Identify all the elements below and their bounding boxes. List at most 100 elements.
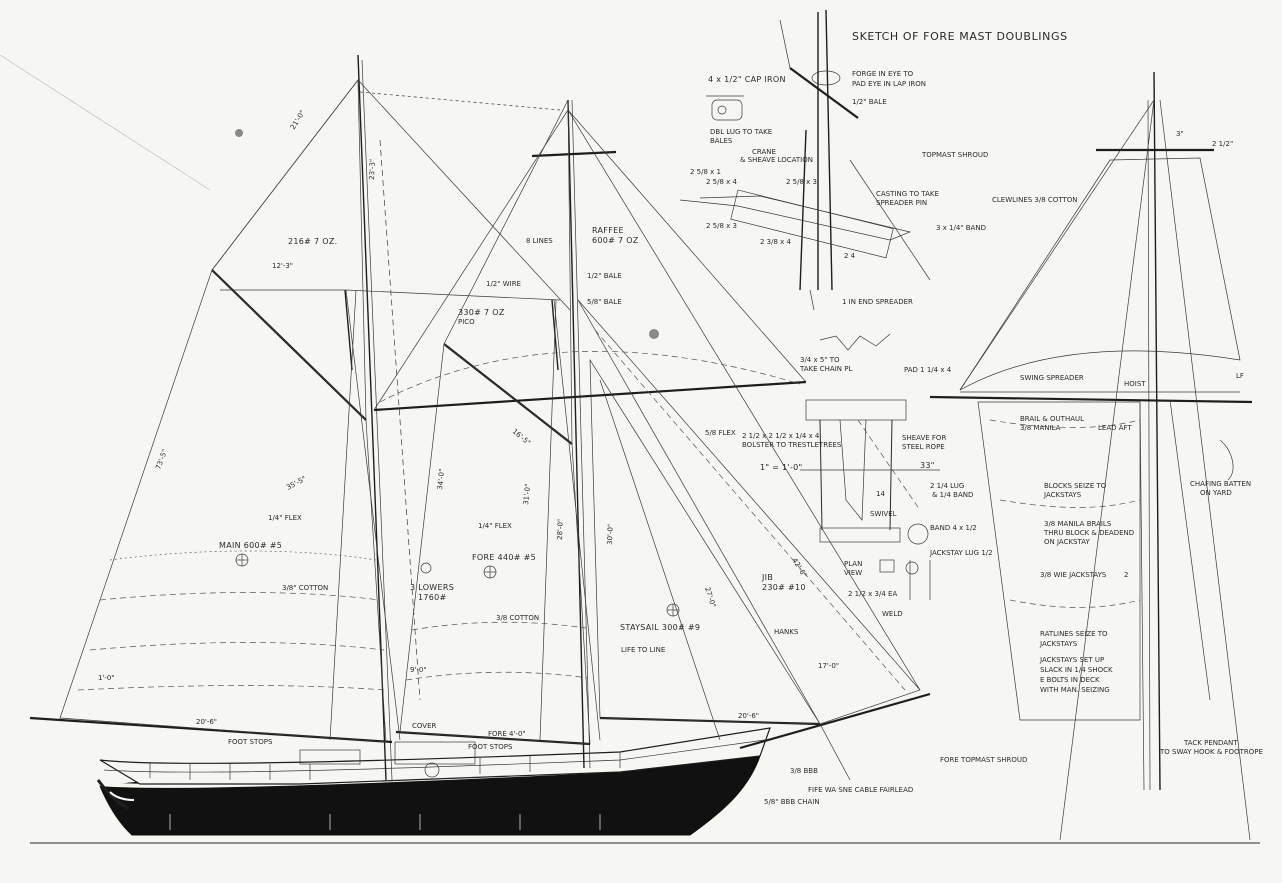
chain-plate-label-1: 3/4 x 5" TO (800, 356, 840, 364)
foot-stops-label-1: FOOT STOPS (228, 738, 273, 746)
dim-33: 33" (920, 461, 935, 470)
yard-dim-label-2: 2 1/2" (1212, 140, 1233, 148)
fore-topsail-note: PICO (458, 318, 475, 326)
schooner-profile: MAIN 600# #5 FORE 440# #5 RAFFEE 600# 7 … (29, 54, 931, 836)
jackstay-lug-label: JACKSTAY LUG 1/2 (929, 549, 993, 557)
tack-label-1: TACK PENDANT (1183, 739, 1238, 747)
dim-staysail-foot: 27'-0" (703, 586, 717, 608)
dim-fore-gaff: 16'-5" (511, 427, 532, 447)
forged-eye-label-1: FORGE IN EYE TO (852, 70, 914, 78)
clewline-label: CLEWLINES 3/8 COTTON (992, 196, 1078, 204)
main-mast-aft (361, 59, 393, 781)
main-reef-4 (109, 550, 377, 561)
lf-label: LF (1236, 372, 1244, 380)
fore-topmast-shroud-label: FORE TOPMAST SHROUD (940, 756, 1027, 764)
sketch-dim-c: 2 5/8 x 3 (706, 222, 737, 230)
main-doubling (344, 289, 353, 371)
jackstays-label: 3/8 WIE JACKSTAYS (1040, 571, 1107, 579)
dim-fore-foot: 9'-0" (410, 666, 427, 674)
main-topsail (211, 79, 367, 421)
stern-scroll (109, 791, 135, 801)
rail-line (103, 739, 766, 773)
swivel-label: SWIVEL (870, 510, 897, 518)
lowers-weight: 1760# (418, 593, 447, 602)
sketch-dim-d: 2 5/8 x 3 (786, 178, 817, 186)
jib (577, 299, 921, 725)
stay-note: FIFE WA SNE CABLE FAIRLEAD (808, 786, 913, 794)
lug-label: 2 1/4 LUG (930, 482, 964, 490)
blocks-label-2: JACKSTAYS (1043, 491, 1082, 499)
dim-main-diag: 35'-5" (285, 475, 307, 492)
dim-jib-luff: 42'-6" (790, 557, 808, 579)
jack-set-label-3: E BOLTS IN DECK (1040, 676, 1100, 684)
wire-label: 1/2" WIRE (486, 280, 521, 288)
staysail-label: STAYSAIL 300# #9 (620, 623, 700, 632)
band-label: BAND 4 x 1/2 (930, 524, 977, 532)
jib-hanks (594, 329, 906, 691)
front-course (977, 401, 1141, 721)
jack-set-label-2: SLACK IN 1/4 SHOCK (1040, 666, 1113, 674)
manila-label-2: THRU BLOCK & DEADEND (1043, 529, 1134, 537)
main-sail-label: MAIN 600# #5 (219, 541, 282, 550)
main-topsail-weight: 216# 7 OZ. (288, 237, 337, 246)
cotton-label-1: 3/8" COTTON (282, 584, 328, 592)
bulwark (99, 727, 771, 785)
ratlines-label-2: JACKSTAYS (1039, 640, 1078, 648)
life-line-label: LIFE TO LINE (621, 646, 665, 654)
fore-mast-doublings-sketch: SKETCH OF FORE MAST DOUBLINGS 4 x 1/2" C… (679, 9, 1067, 311)
dim-topmast: 21'-0" (289, 109, 307, 131)
plan-label: PLAN (844, 560, 862, 568)
bolster-label-2: BOLSTER TO TRESTLETREES (742, 441, 842, 449)
brails-label-1: BRAIL & OUTHAUL (1020, 415, 1084, 423)
jib-sheet (819, 723, 851, 781)
porthole (424, 762, 440, 778)
manila-label-1: 3/8 MANILA BRAILS (1044, 520, 1112, 528)
pad-label: PAD 1 1/4 x 4 (904, 366, 952, 374)
dim-jib-foot: 17'-0" (818, 662, 839, 670)
front-rig-view: CLEWLINES 3/8 COTTON SWING SPREADER HOIS… (929, 71, 1263, 841)
fore-topsail-weight: 330# 7 OZ (458, 308, 505, 317)
dim-main-luff: 73'-5" (154, 448, 169, 470)
fore-mast-aft (571, 99, 591, 769)
bale-label-1: 1/2" BALE (587, 272, 622, 280)
scanner-dot (649, 329, 659, 339)
jack-set-label-1: JACKSTAYS SET UP (1039, 656, 1104, 664)
manila-label-3: ON JACKSTAY (1044, 538, 1090, 546)
main-mast (357, 54, 387, 781)
raffee-weight-label: 600# 7 OZ (592, 236, 639, 245)
dim-main-top: 23'-3" (368, 159, 377, 180)
dim-fore-mast: 28'-0" (556, 519, 565, 540)
fore-sail-label: FORE 440# #5 (472, 553, 536, 562)
rail-stanchions (149, 752, 621, 830)
front-lower-yard (929, 395, 1253, 404)
fore-reef-1 (411, 621, 587, 631)
blocks-label-1: BLOCKS SEIZE TO (1044, 482, 1107, 490)
view-label: VIEW (844, 569, 862, 577)
lines-label: 8 LINES (526, 237, 553, 245)
flex-label-2: 1/4" FLEX (478, 522, 512, 530)
sheave-label-2: STEEL ROPE (902, 443, 945, 451)
scan-artifacts (0, 54, 659, 339)
staysail (589, 358, 821, 725)
front-mast (1153, 71, 1161, 791)
hoist-label: HOIST (1124, 380, 1146, 388)
dim-staysail-luff: 30'-0" (606, 524, 615, 545)
sketch-band-label: 3 x 1/4" BAND (936, 224, 986, 232)
dbl-lug-label: DBL LUG TO TAKE (710, 128, 772, 136)
raffee-label: RAFFEE (592, 226, 624, 235)
sketch-dim-e: 2 3/8 x 4 (760, 238, 792, 246)
brails-label-2: 3/8 MANILA (1020, 424, 1061, 432)
weld-label: WELD (882, 610, 903, 618)
band-lug-label: & 1/4 BAND (932, 491, 973, 499)
main-yard (373, 380, 807, 412)
dim-staysail-boom: 20'-6" (738, 712, 759, 720)
forged-eye-label-2: PAD EYE IN LAP IRON (852, 80, 926, 88)
jack-set-label-4: WITH MAN. SEIZING (1040, 686, 1110, 694)
center-of-effort-marks (235, 553, 680, 617)
companionway (299, 749, 361, 765)
cap-iron-label: 4 x 1/2" CAP IRON (708, 75, 786, 84)
front-topsail (959, 157, 1241, 391)
fore-topsail (443, 99, 573, 445)
mainsail (59, 269, 387, 743)
